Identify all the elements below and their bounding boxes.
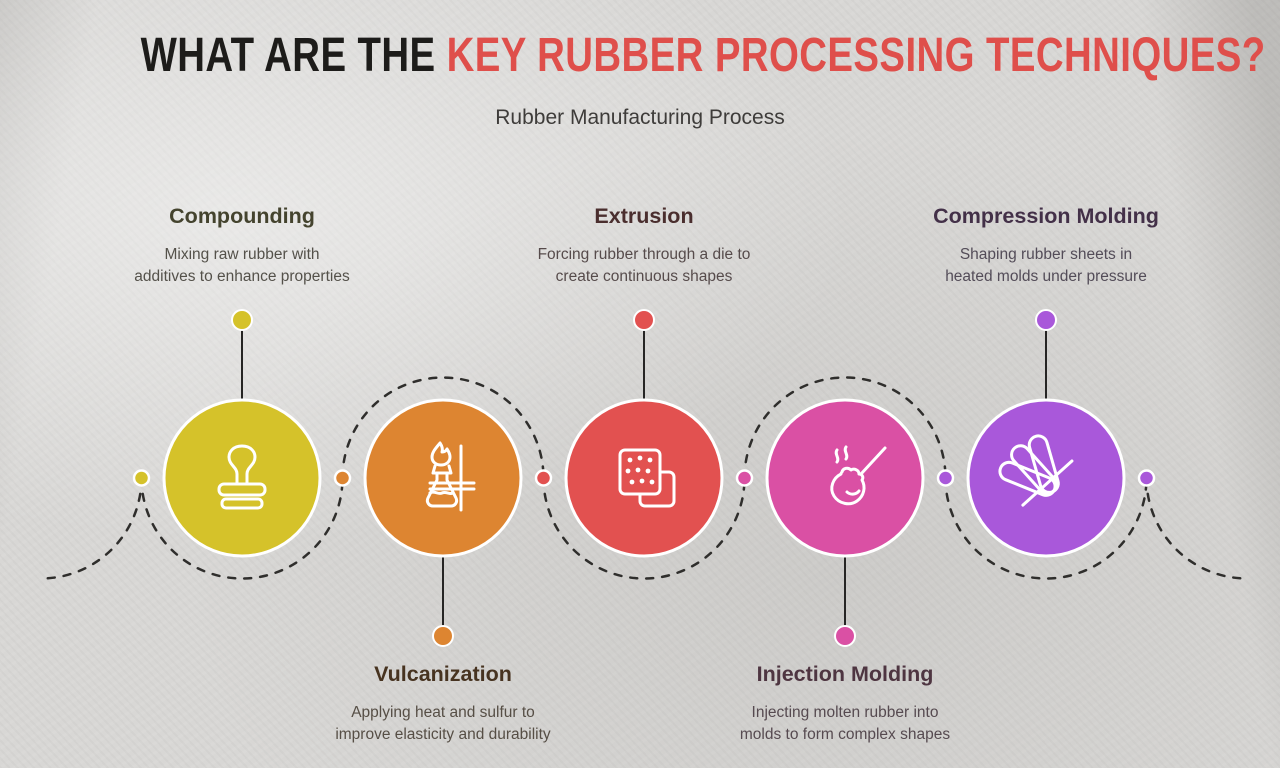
step-description-line: create continuous shapes — [555, 268, 733, 285]
title-prefix: WHAT ARE THE — [140, 29, 447, 82]
step-description: Injecting molten rubber into molds to fo… — [700, 702, 990, 746]
title-text: WHAT ARE THE KEY RUBBER PROCESSING TECHN… — [140, 29, 1266, 83]
step-description-line: heated molds under pressure — [945, 268, 1147, 285]
path-dot-start — [132, 469, 151, 487]
step-description-line: additives to enhance properties — [134, 268, 350, 285]
step-description: Shaping rubber sheets in heated molds un… — [901, 244, 1191, 288]
label-injection-molding: Injection Molding Injecting molten rubbe… — [700, 662, 990, 746]
path-dot-4 — [936, 469, 955, 487]
step-title: Injection Molding — [756, 662, 934, 686]
dashed-arc-compounding — [140, 476, 344, 580]
page-title: WHAT ARE THE KEY RUBBER PROCESSING TECHN… — [0, 29, 1280, 83]
step-description-line: improve elasticity and durability — [335, 726, 551, 743]
label-extrusion: Extrusion Forcing rubber through a die t… — [499, 204, 789, 288]
path-dot-end — [1137, 469, 1156, 487]
step-description: Mixing raw rubber with additives to enha… — [97, 244, 387, 288]
step-description-line: Applying heat and sulfur to — [351, 704, 535, 721]
injection-mold-icon — [830, 445, 887, 506]
page-subtitle: Rubber Manufacturing Process — [495, 106, 785, 129]
step-title: Extrusion — [594, 204, 694, 228]
step-description: Applying heat and sulfur to improve elas… — [298, 702, 588, 746]
dashed-arc-left-edge — [39, 476, 143, 580]
connector-dot-injection-molding — [834, 625, 856, 647]
compounding-circle — [162, 398, 322, 558]
path-dot-1 — [333, 469, 352, 487]
step-title: Vulcanization — [374, 662, 512, 686]
step-description-line: Mixing raw rubber with — [164, 246, 320, 263]
label-compounding: Compounding Mixing raw rubber with addit… — [97, 204, 387, 288]
step-description-line: molds to form complex shapes — [739, 726, 951, 743]
step-description-line: Shaping rubber sheets in — [959, 246, 1133, 263]
injection-molding-circle — [765, 398, 925, 558]
dashed-arc-extrusion — [542, 476, 746, 580]
stamp-icon — [217, 444, 267, 510]
burner-flask-icon — [425, 441, 476, 512]
step-description-line: Forcing rubber through a die to — [537, 246, 751, 263]
dashed-arc-right-edge — [1145, 476, 1249, 580]
compression-loops-icon — [998, 434, 1074, 507]
connector-dot-compression-molding — [1035, 309, 1057, 331]
connector-dot-extrusion — [633, 309, 655, 331]
label-compression-molding: Compression Molding Shaping rubber sheet… — [901, 204, 1191, 288]
dashed-arc-vulcanization — [341, 376, 545, 480]
perforated-die-icon — [618, 448, 676, 508]
connector-dot-compounding — [231, 309, 253, 331]
title-highlight: KEY RUBBER PROCESSING TECHNIQUES? — [446, 29, 1266, 82]
vulcanization-circle — [363, 398, 523, 558]
label-vulcanization: Vulcanization Applying heat and sulfur t… — [298, 662, 588, 746]
step-description-line: Injecting molten rubber into — [751, 704, 939, 721]
step-description: Forcing rubber through a die to create c… — [499, 244, 789, 288]
step-title: Compression Molding — [933, 204, 1159, 228]
dashed-arc-injection-molding — [743, 376, 947, 480]
path-dot-2 — [534, 469, 553, 487]
dashed-arc-compression-molding — [944, 476, 1148, 580]
connector-dot-vulcanization — [432, 625, 454, 647]
step-title: Compounding — [169, 204, 315, 228]
path-dot-3 — [735, 469, 754, 487]
